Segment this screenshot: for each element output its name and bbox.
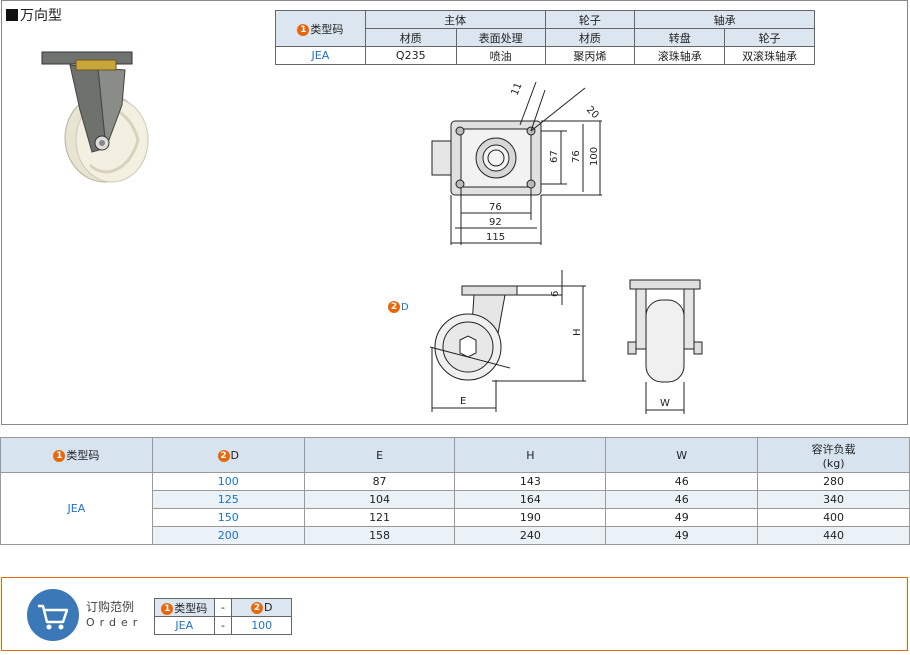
spec-header-material: 材质 [364, 28, 457, 47]
badge-1-icon: 1 [297, 23, 310, 36]
order-label-en: Order [86, 616, 143, 629]
dim-67: 67 [549, 150, 560, 163]
badge-2-icon: 2 [250, 602, 263, 614]
dim-W: W [660, 398, 670, 409]
dim-20: 20 [584, 104, 601, 121]
technical-drawing: 11 20 67 76 100 76 92 115 6 H E W [429, 81, 703, 414]
spec-surface: 喷油 [455, 46, 546, 65]
badge-1-icon: 1 [53, 450, 66, 462]
dim-H: H [572, 328, 583, 336]
table-cell-W: 49 [605, 526, 759, 545]
table-cell-H: 190 [454, 508, 607, 527]
table-cell-load: 280 [757, 472, 910, 491]
table-cell-H: 240 [454, 526, 607, 545]
table-cell-D: 200 [151, 526, 305, 545]
table-cell-D: 150 [151, 508, 305, 527]
main-header-W: W [605, 437, 759, 473]
badge-1-icon: 1 [161, 602, 174, 615]
spec-header-surface: 表面处理 [455, 28, 546, 47]
dim-11: 11 [510, 81, 525, 97]
table-cell-load: 340 [757, 490, 910, 509]
product-frame [1, 0, 908, 425]
table-cell-H: 143 [454, 472, 607, 491]
dim-76-horizontal: 76 [489, 202, 502, 213]
spec-header-body: 主体 [364, 10, 546, 29]
table-cell-E: 121 [303, 508, 456, 527]
table-cell-E: 87 [303, 472, 456, 491]
table-cell-load: 400 [757, 508, 910, 527]
badge-2-icon: 2 [217, 449, 230, 462]
main-code: JEA [0, 472, 153, 545]
spec-code: JEA [275, 46, 366, 65]
order-dash: - [213, 598, 233, 617]
spec-header-bearing: 轴承 [634, 10, 815, 29]
main-header-E: E [303, 437, 456, 473]
dim-76-vertical: 76 [571, 150, 582, 163]
main-header-load: 容许负载(kg) [757, 437, 910, 473]
order-label-cn: 订购范例 [86, 600, 135, 614]
spec-turntable: 滚珠轴承 [634, 46, 726, 65]
order-dash: - [213, 616, 233, 635]
badge-2-icon: 2 [388, 301, 400, 313]
drawing-dimension-labels: 11 20 67 76 100 76 92 115 6 H E W [460, 81, 670, 409]
order-code: JEA [154, 616, 215, 635]
caster-photo [41, 51, 149, 183]
table-cell-W: 46 [605, 472, 759, 491]
table-cell-W: 46 [605, 490, 759, 509]
dim-E: E [460, 396, 466, 407]
table-cell-D: 125 [151, 490, 305, 509]
dim-6: 6 [550, 291, 561, 297]
page-title: 万向型 [6, 5, 62, 25]
main-header-H: H [454, 437, 607, 473]
page-title-text: 万向型 [20, 8, 62, 24]
title-square-icon [6, 9, 18, 21]
spec-header-wheel-material: 材质 [544, 28, 636, 47]
order-D-value: 100 [231, 616, 292, 635]
table-cell-E: 104 [303, 490, 456, 509]
table-cell-H: 164 [454, 490, 607, 509]
table-cell-D: 100 [151, 472, 305, 491]
table-cell-E: 158 [303, 526, 456, 545]
spec-header-wheel: 轮子 [544, 10, 636, 29]
table-cell-load: 440 [757, 526, 910, 545]
spec-wheel-material: 聚丙烯 [544, 46, 636, 65]
dim-92: 92 [489, 217, 502, 228]
dim-115: 115 [486, 232, 505, 243]
shopping-cart-icon [27, 589, 79, 641]
table-cell-W: 49 [605, 508, 759, 527]
spec-material: Q235 [364, 46, 457, 65]
dim-100: 100 [589, 147, 600, 166]
spec-wheel-bearing: 双滚珠轴承 [724, 46, 815, 65]
